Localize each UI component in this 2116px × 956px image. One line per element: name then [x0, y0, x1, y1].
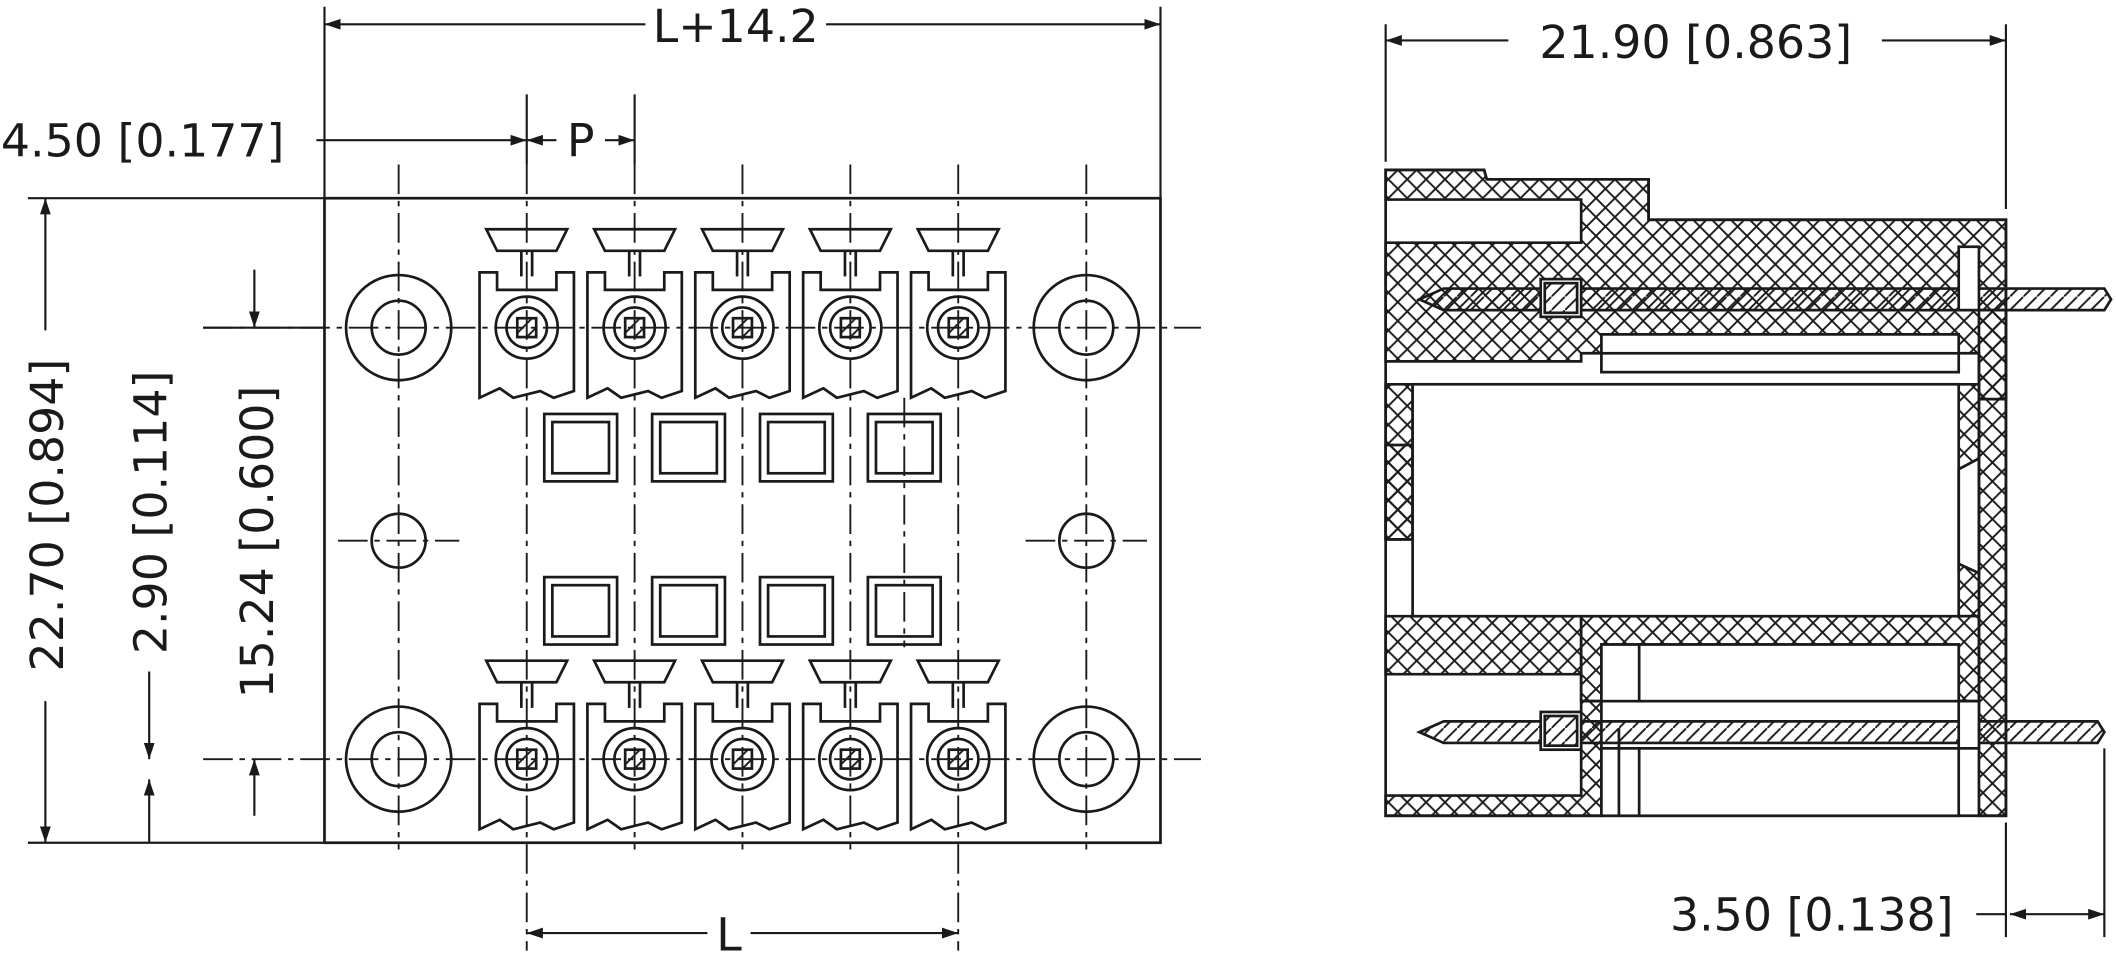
housing-outline: [323, 196, 1162, 845]
terminal-row-bottom: [478, 659, 1007, 832]
mount-hole-top-right: [1032, 273, 1141, 382]
dim-pin-protrusion: 3.50 [0.138]: [1670, 887, 1954, 941]
center-lines: [203, 164, 1201, 951]
terminal-row-top: [478, 227, 1007, 400]
mating-cavity: [1411, 382, 1961, 618]
terminal: [693, 659, 792, 832]
dim-overall-width: L+14.2: [653, 0, 819, 53]
dim-pin-pitch: P: [567, 113, 595, 167]
wire-windows: [542, 412, 943, 646]
mount-hole-top-left: [344, 273, 453, 382]
dim-row-spacing: 15.24 [0.600]: [230, 386, 284, 699]
pin-upper: [1416, 287, 2113, 312]
terminal: [586, 227, 684, 400]
dim-edge-to-row: 2.90 [0.114]: [124, 371, 178, 655]
dim-overall-height: 22.70 [0.894]: [20, 359, 74, 672]
terminal: [801, 227, 899, 400]
dim-pin-span: L: [716, 908, 742, 956]
front-view: [27, 6, 1201, 951]
mount-hole-bottom-right: [1032, 705, 1141, 814]
dim-overall-depth: 21.90 [0.863]: [1539, 15, 1852, 69]
locating-hole-right: [1025, 512, 1147, 570]
terminal: [693, 227, 792, 400]
side-dimensions: [1384, 24, 2106, 938]
terminal: [909, 227, 1007, 400]
side-view: [1384, 24, 2113, 938]
terminal: [586, 659, 684, 832]
pin-lower: [1416, 720, 2106, 745]
locating-hole-left: [337, 512, 460, 570]
terminal: [478, 227, 576, 400]
dim-mount-hole-offset: 4.50 [0.177]: [1, 113, 285, 167]
terminal: [909, 659, 1007, 832]
mount-hole-bottom-left: [344, 705, 453, 814]
terminal: [478, 659, 576, 832]
front-dimensions: [27, 6, 1162, 939]
terminal: [801, 659, 899, 832]
